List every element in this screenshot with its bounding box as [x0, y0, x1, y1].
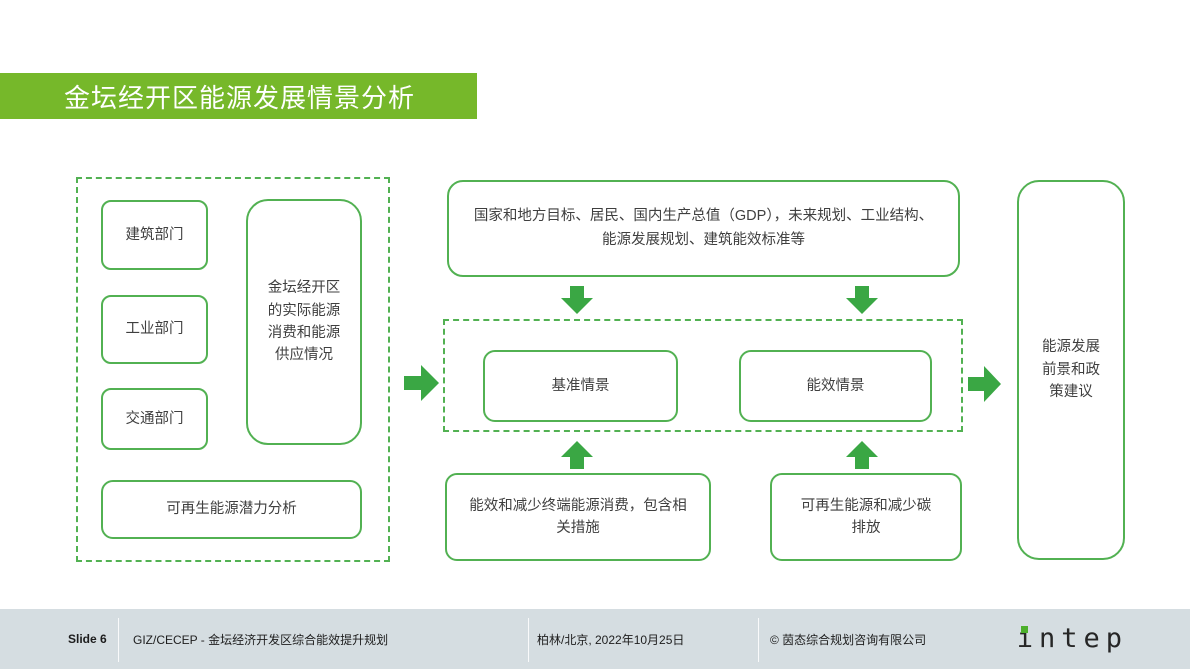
logo-green-dot-icon	[1020, 626, 1028, 633]
footer-divider	[528, 618, 529, 662]
drivers-label: 国家和地方目标、居民、国内生产总值（GDP），未来规划、工业结构、能源发展规划、…	[473, 208, 934, 248]
arrow-right-icon	[968, 366, 1001, 402]
slide-title: 金坛经开区能源发展情景分析	[64, 82, 416, 113]
renewable-measures-label: 可再生能源和减少碳排放	[800, 497, 932, 536]
renewable-measures-box: 可再生能源和减少碳排放	[770, 473, 962, 561]
drivers-box: 国家和地方目标、居民、国内生产总值（GDP），未来规划、工业结构、能源发展规划、…	[447, 180, 960, 277]
efficiency-measures-box: 能效和减少终端能源消费，包含相关措施	[445, 473, 711, 561]
footer-divider	[758, 618, 759, 662]
sector-box-industry: 工业部门	[101, 295, 208, 364]
title-banner: 金坛经开区能源发展情景分析	[0, 73, 477, 119]
baseline-scenario-label: 基准情景	[551, 377, 610, 394]
intep-logo-text: intep	[1016, 623, 1128, 654]
scenario-group: 基准情景 能效情景	[443, 319, 963, 432]
arrow-right-icon	[404, 365, 439, 401]
output-box: 能源发展前景和政策建议	[1017, 180, 1125, 560]
sector-box-buildings: 建筑部门	[101, 200, 208, 270]
arrow-down-icon	[846, 286, 878, 314]
arrow-up-icon	[561, 441, 593, 469]
efficiency-scenario-box: 能效情景	[739, 350, 932, 422]
sector-label: 工业部门	[125, 321, 184, 338]
renewable-potential-label: 可再生能源潜力分析	[166, 501, 297, 518]
arrow-down-icon	[561, 286, 593, 314]
footer-project-title: GIZ/CECEP - 金坛经济开发区综合能效提升规划	[133, 632, 389, 647]
sector-label: 交通部门	[125, 410, 184, 427]
arrow-up-icon	[846, 441, 878, 469]
efficiency-measures-label: 能效和减少终端能源消费，包含相关措施	[469, 497, 687, 536]
renewable-potential-box: 可再生能源潜力分析	[101, 480, 362, 539]
input-data-group: 建筑部门 工业部门 交通部门 金坛经开区的实际能源消费和能源供应情况 可再生能源…	[76, 177, 390, 562]
slide-footer: Slide 6 GIZ/CECEP - 金坛经济开发区综合能效提升规划 柏林/北…	[0, 609, 1190, 669]
intep-logo: intep	[1017, 623, 1128, 655]
actual-energy-label: 金坛经开区的实际能源消费和能源供应情况	[267, 280, 341, 364]
footer-copyright: © 茵态综合规划咨询有限公司	[770, 632, 927, 647]
sector-box-transport: 交通部门	[101, 388, 208, 450]
footer-date: 柏林/北京, 2022年10月25日	[537, 632, 685, 647]
slide-number: Slide 6	[68, 632, 107, 646]
output-label: 能源发展前景和政策建议	[1042, 339, 1100, 401]
baseline-scenario-box: 基准情景	[483, 350, 678, 422]
footer-divider	[118, 618, 119, 662]
sector-label: 建筑部门	[125, 226, 184, 243]
efficiency-scenario-label: 能效情景	[806, 377, 865, 394]
actual-energy-box: 金坛经开区的实际能源消费和能源供应情况	[246, 199, 362, 445]
